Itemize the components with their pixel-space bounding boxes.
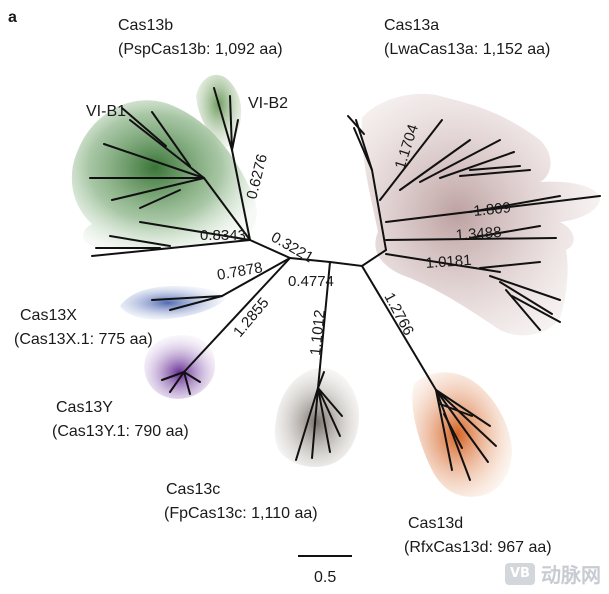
cas13a-protein: (LwaCas13a: 1,152 aa)	[384, 41, 550, 58]
branch-label-1-2855: 1.2855	[230, 294, 273, 340]
branch-label-1-3488: 1.3488	[455, 224, 502, 244]
cas13d-shade	[412, 372, 512, 497]
branch-label-0-6276: 0.6276	[243, 152, 271, 201]
cas13b-name: Cas13b	[118, 17, 173, 34]
branch-label-0-4774: 0.4774	[288, 273, 334, 290]
branch-label-1-0181: 1.0181	[425, 252, 472, 272]
cas13b-protein: (PspCas13b: 1,092 aa)	[118, 41, 283, 58]
branch-label-1-1012: 1.1012	[307, 309, 329, 356]
cas13a-name: Cas13a	[384, 17, 439, 34]
branch-label-0-3221: 0.3221	[268, 229, 316, 267]
cas13b-vi-b2-shade	[196, 74, 242, 149]
scale-bar-label: 0.5	[314, 569, 336, 586]
cas13y-protein: (Cas13Y.1: 790 aa)	[52, 423, 189, 440]
branch-label-1-2766: 1.2766	[380, 290, 417, 339]
cas13b-sub2: VI-B2	[248, 95, 288, 112]
cas13d-name: Cas13d	[408, 515, 463, 532]
cas13c-protein: (FpCas13c: 1,110 aa)	[164, 505, 318, 522]
cas13b-vi-b1-shade	[71, 100, 257, 250]
watermark-text: 动脉网	[541, 563, 601, 587]
cas13x-name: Cas13X	[20, 307, 77, 324]
cas13x-protein: (Cas13X.1: 775 aa)	[14, 331, 153, 348]
cas13c-name: Cas13c	[166, 481, 220, 498]
cas13y-shade	[144, 334, 216, 399]
branch-label-1-809: 1.809	[473, 199, 512, 220]
cas13d-protein: (RfxCas13d: 967 aa)	[404, 539, 552, 556]
watermark-badge: VB	[505, 562, 535, 585]
tree-branches	[89, 87, 601, 481]
cas13a-shade	[361, 93, 600, 336]
panel-label: a	[8, 9, 17, 26]
branch-label-0-7878: 0.7878	[216, 259, 264, 284]
cas13c-shade	[274, 367, 360, 467]
cas13x-shade	[120, 286, 226, 320]
cas13y-name: Cas13Y	[56, 399, 113, 416]
watermark: VB 动脉网	[505, 559, 601, 588]
branch-label-0-8343: 0.8343	[200, 227, 246, 244]
cas13b-sub1: VI-B1	[86, 103, 126, 120]
